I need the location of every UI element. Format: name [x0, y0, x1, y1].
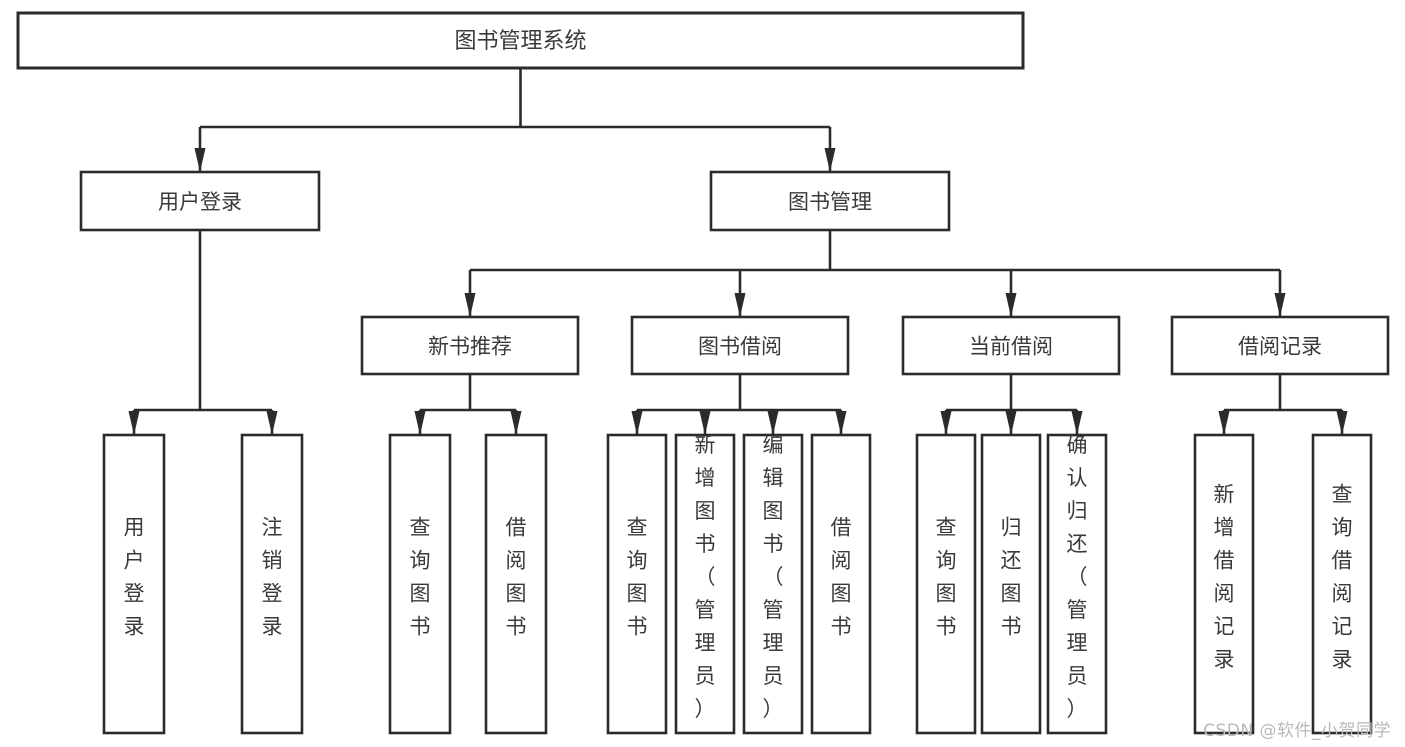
node-label-user-login: 用户登录	[158, 190, 242, 214]
node-new-book-recommend[interactable]: 新书推荐	[360, 315, 580, 376]
node-box-current-borrow	[901, 315, 1121, 376]
node-box-confirm-return	[1046, 433, 1108, 735]
node-label-user-logout: 注销登录	[262, 516, 283, 639]
node-box-book-manage	[709, 170, 951, 232]
node-borrow-book-1[interactable]: 借阅图书	[484, 433, 548, 735]
node-user-login-do[interactable]: 用户登录	[102, 433, 166, 735]
node-user-login[interactable]: 用户登录	[79, 170, 321, 232]
node-label-return-book: 归还图书	[1001, 516, 1022, 639]
node-label-edit-book: 编辑图书（管理员）	[763, 433, 784, 721]
node-box-query-book-1	[388, 433, 452, 735]
arrow-head-root-0	[194, 148, 206, 172]
node-box-user-logout	[240, 433, 304, 735]
node-label-confirm-return: 确认归还（管理员）	[1067, 433, 1088, 721]
arrow-head-l3-3-0	[1218, 411, 1230, 435]
node-box-root	[16, 11, 1025, 70]
arrow-head-l3-1-3	[835, 411, 847, 435]
node-label-user-login-do: 用户登录	[124, 516, 145, 639]
node-box-borrow-book-2	[810, 433, 872, 735]
arrow-head-book-manage-1	[734, 293, 746, 317]
node-book-manage[interactable]: 图书管理	[709, 170, 951, 232]
node-box-add-book	[674, 433, 736, 735]
node-label-book-manage: 图书管理	[788, 190, 872, 214]
node-box-query-borrow-record	[1311, 433, 1373, 735]
node-label-add-borrow-record: 新增借阅记录	[1214, 483, 1235, 672]
node-query-borrow-record[interactable]: 查询借阅记录	[1311, 433, 1373, 735]
node-root[interactable]: 图书管理系统	[16, 11, 1025, 70]
arrow-head-book-manage-0	[464, 293, 476, 317]
node-box-add-borrow-record	[1193, 433, 1255, 735]
node-box-book-borrow	[630, 315, 850, 376]
arrow-head-l3-3-1	[1336, 411, 1348, 435]
connectors-layer	[128, 68, 1348, 435]
arrow-head-user-login-1	[266, 411, 278, 435]
node-current-borrow[interactable]: 当前借阅	[901, 315, 1121, 376]
node-box-return-book	[980, 433, 1042, 735]
node-box-new-book-recommend	[360, 315, 580, 376]
node-label-current-borrow: 当前借阅	[969, 335, 1053, 359]
node-add-book[interactable]: 新增图书（管理员）	[674, 433, 736, 735]
node-label-borrow-book-2: 借阅图书	[831, 516, 852, 639]
node-borrow-record[interactable]: 借阅记录	[1170, 315, 1390, 376]
arrow-head-user-login-0	[128, 411, 140, 435]
node-box-borrow-book-1	[484, 433, 548, 735]
node-label-query-book-3: 查询图书	[936, 516, 957, 639]
arrow-head-l3-0-0	[414, 411, 426, 435]
arrow-head-l3-0-1	[510, 411, 522, 435]
node-user-logout[interactable]: 注销登录	[240, 433, 304, 735]
node-box-borrow-record	[1170, 315, 1390, 376]
node-label-query-borrow-record: 查询借阅记录	[1332, 483, 1353, 672]
node-label-query-book-1: 查询图书	[410, 516, 431, 639]
node-label-query-book-2: 查询图书	[627, 516, 648, 639]
node-confirm-return[interactable]: 确认归还（管理员）	[1046, 433, 1108, 735]
node-query-book-3[interactable]: 查询图书	[915, 433, 977, 735]
node-box-query-book-3	[915, 433, 977, 735]
node-label-new-book-recommend: 新书推荐	[428, 335, 512, 359]
arrow-head-root-1	[824, 148, 836, 172]
node-label-root: 图书管理系统	[454, 29, 586, 54]
node-book-borrow[interactable]: 图书借阅	[630, 315, 850, 376]
arrow-head-l3-2-2	[1071, 411, 1083, 435]
arrow-head-l3-1-1	[699, 411, 711, 435]
arrow-head-l3-2-1	[1005, 411, 1017, 435]
node-query-book-2[interactable]: 查询图书	[606, 433, 668, 735]
node-return-book[interactable]: 归还图书	[980, 433, 1042, 735]
arrow-head-l3-2-0	[940, 411, 952, 435]
node-box-edit-book	[742, 433, 804, 735]
node-label-borrow-record: 借阅记录	[1238, 335, 1322, 359]
node-query-book-1[interactable]: 查询图书	[388, 433, 452, 735]
node-label-add-book: 新增图书（管理员）	[695, 433, 716, 721]
node-borrow-book-2[interactable]: 借阅图书	[810, 433, 872, 735]
arrow-head-l3-1-2	[767, 411, 779, 435]
arrow-head-book-manage-2	[1005, 293, 1017, 317]
node-add-borrow-record[interactable]: 新增借阅记录	[1193, 433, 1255, 735]
nodes-layer: 图书管理系统用户登录图书管理新书推荐图书借阅当前借阅借阅记录用户登录注销登录查询…	[16, 11, 1390, 735]
node-box-query-book-2	[606, 433, 668, 735]
node-box-user-login	[79, 170, 321, 232]
node-label-borrow-book-1: 借阅图书	[506, 516, 527, 639]
node-label-book-borrow: 图书借阅	[698, 335, 782, 359]
arrow-head-book-manage-3	[1274, 293, 1286, 317]
arrow-head-l3-1-0	[631, 411, 643, 435]
node-edit-book[interactable]: 编辑图书（管理员）	[742, 433, 804, 735]
node-box-user-login-do	[102, 433, 166, 735]
